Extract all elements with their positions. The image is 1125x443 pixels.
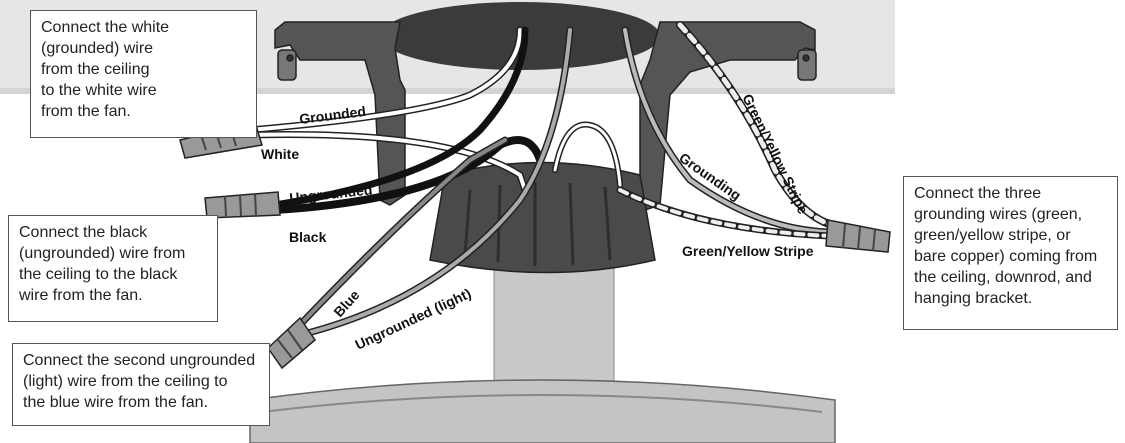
wire-ungrounded-ceiling [271,26,529,209]
hanger-ball [429,161,656,274]
fan-housing-rim [261,394,823,413]
wire-nut-ground [825,219,891,253]
callout-blue-wire: Connect the second ungrounded (light) wi… [12,343,270,426]
label-black: Black [289,229,327,245]
label-ungrounded-light: Ungrounded (light) [353,285,474,353]
wire-nut-black [204,191,281,219]
ceiling-edge [0,88,895,94]
callout-grounding-wires: Connect the three grounding wires (green… [903,176,1118,330]
wire-black-fan [271,136,544,214]
callout-white-wire: Connect the white (grounded) wire from t… [30,10,257,138]
downrod [493,267,615,389]
wire-nut-blue [267,316,316,370]
wires [246,21,836,339]
callout-black-wire: Connect the black (ungrounded) wire from… [8,215,218,322]
fan-housing [249,379,836,443]
label-white: White [261,146,299,162]
label-green-yellow-upper: Green/Yellow Stripe [739,91,811,216]
label-green-yellow-lower: Green/Yellow Stripe [682,243,814,259]
mounting-bracket-right [639,21,817,211]
